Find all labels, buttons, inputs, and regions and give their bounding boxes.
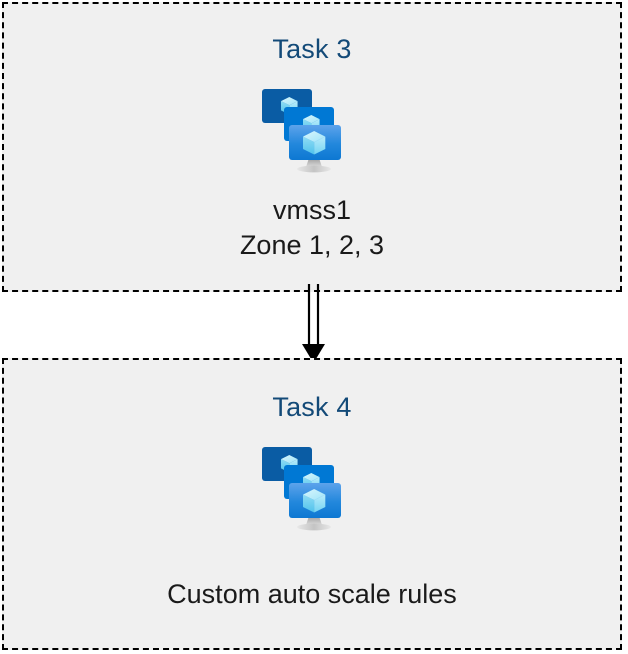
task-3-labels: vmss1 Zone 1, 2, 3 — [240, 193, 384, 262]
task-box-task-3: Task 3 — [2, 2, 622, 292]
arrow-task3-to-task4 — [294, 284, 334, 364]
task-3-label-line-2: Zone 1, 2, 3 — [239, 229, 385, 260]
vm-scale-set-icon — [258, 441, 366, 537]
task-4-title: Task 4 — [272, 392, 352, 422]
task-4-label-line-1: Custom auto scale rules — [167, 579, 457, 609]
task-box-task-4: Task 4 — [2, 358, 622, 650]
vm-scale-set-icon — [258, 83, 366, 179]
task-3-title: Task 3 — [272, 34, 352, 64]
task-4-labels: Custom auto scale rules — [167, 577, 457, 612]
task-3-label-line-1: vmss1 — [272, 195, 351, 225]
